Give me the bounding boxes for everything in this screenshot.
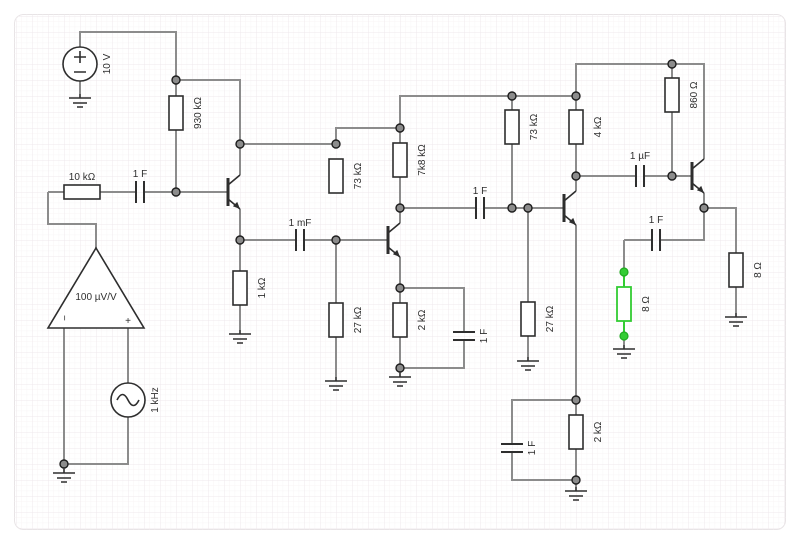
resistor-label: 8 Ω (641, 296, 652, 312)
emitter-arrow (392, 249, 400, 257)
resistor-8ohm-emitter[interactable]: 8 Ω (728, 252, 764, 288)
ground-symbol (53, 469, 75, 483)
capacitor-label: 1 F (527, 441, 538, 455)
resistor-label: 7k8 kΩ (417, 144, 428, 176)
vcvs-amplifier[interactable]: 100 µV/V − + (46, 246, 146, 329)
resistor-4k[interactable]: 4 kΩ (568, 109, 604, 145)
ground-symbol (613, 345, 635, 359)
capacitor-coupling-3[interactable]: 1 µF (630, 151, 650, 187)
transistor-q4[interactable] (690, 158, 705, 194)
resistor-10k[interactable]: 10 kΩ (63, 172, 101, 200)
resistor-7k8[interactable]: 7k8 kΩ (392, 142, 428, 178)
resistor-label: 27 kΩ (545, 305, 556, 332)
ground-symbol (725, 313, 747, 327)
resistor-73k-stage2[interactable]: 73 kΩ (328, 158, 364, 194)
transistor-q3[interactable] (562, 190, 577, 226)
resistor-label: 8 Ω (753, 262, 764, 278)
wires[interactable] (47, 31, 737, 487)
capacitor-coupling-1[interactable]: 1 mF (289, 218, 312, 251)
ground-symbol (389, 373, 411, 387)
capacitor-input[interactable]: 1 F (133, 169, 147, 203)
ac-sine-source[interactable]: 1 kHz (110, 382, 161, 418)
capacitor-output[interactable]: 1 F (649, 215, 663, 251)
capacitor-label: 1 F (133, 169, 147, 180)
junction-dots (59, 59, 709, 485)
resistor-73k-stage3[interactable]: 73 kΩ (504, 109, 540, 145)
resistor-label: 860 Ω (689, 81, 700, 108)
ground-symbol (69, 94, 91, 108)
resistor-label: 1 kΩ (257, 277, 268, 298)
resistor-930k[interactable]: 930 kΩ (168, 95, 204, 131)
resistor-1k[interactable]: 1 kΩ (232, 270, 268, 306)
capacitor-coupling-2[interactable]: 1 F (473, 186, 487, 219)
load-resistor-8ohm-selected[interactable]: 8 Ω (616, 267, 652, 341)
resistor-label: 73 kΩ (529, 113, 540, 140)
capacitor-bypass-stage2[interactable]: 1 F (453, 329, 490, 343)
ac-source-label: 1 kHz (150, 387, 161, 413)
transistor-q2[interactable] (386, 222, 401, 258)
transistor-q1[interactable] (226, 174, 241, 210)
resistor-label: 10 kΩ (69, 172, 96, 183)
resistor-27k-stage2[interactable]: 27 kΩ (328, 302, 364, 338)
capacitor-label: 1 µF (630, 151, 650, 162)
resistor-27k-stage3[interactable]: 27 kΩ (520, 301, 556, 337)
capacitor-bypass-stage3[interactable]: 1 F (501, 441, 538, 455)
resistor-label: 4 kΩ (593, 116, 604, 137)
resistor-860[interactable]: 860 Ω (664, 77, 700, 113)
capacitor-label: 1 F (479, 329, 490, 343)
resistor-label: 27 kΩ (353, 306, 364, 333)
emitter-arrow (696, 185, 704, 193)
ground-symbol (517, 357, 539, 371)
capacitor-label: 1 F (473, 186, 487, 197)
ground-symbol (325, 377, 347, 391)
emitter-arrow (568, 217, 576, 225)
emitter-arrow (232, 201, 240, 209)
resistor-2k-stage3[interactable]: 2 kΩ (568, 414, 604, 450)
amplifier-plus-label: + (125, 316, 131, 327)
resistor-label: 930 kΩ (193, 97, 204, 129)
ground-symbol (229, 330, 251, 344)
ground-symbol (565, 487, 587, 501)
capacitor-label: 1 F (649, 215, 663, 226)
resistor-label: 2 kΩ (417, 309, 428, 330)
amplifier-gain-label: 100 µV/V (75, 292, 117, 303)
amplifier-minus-label: − (60, 315, 71, 321)
ground-symbols[interactable] (53, 94, 747, 501)
capacitor-label: 1 mF (289, 218, 312, 229)
dc-source-label: 10 V (102, 53, 113, 74)
resistor-label: 73 kΩ (353, 162, 364, 189)
resistor-2k-stage2[interactable]: 2 kΩ (392, 302, 428, 338)
resistor-label: 2 kΩ (593, 421, 604, 442)
dc-voltage-source[interactable]: 10 V (62, 46, 113, 82)
